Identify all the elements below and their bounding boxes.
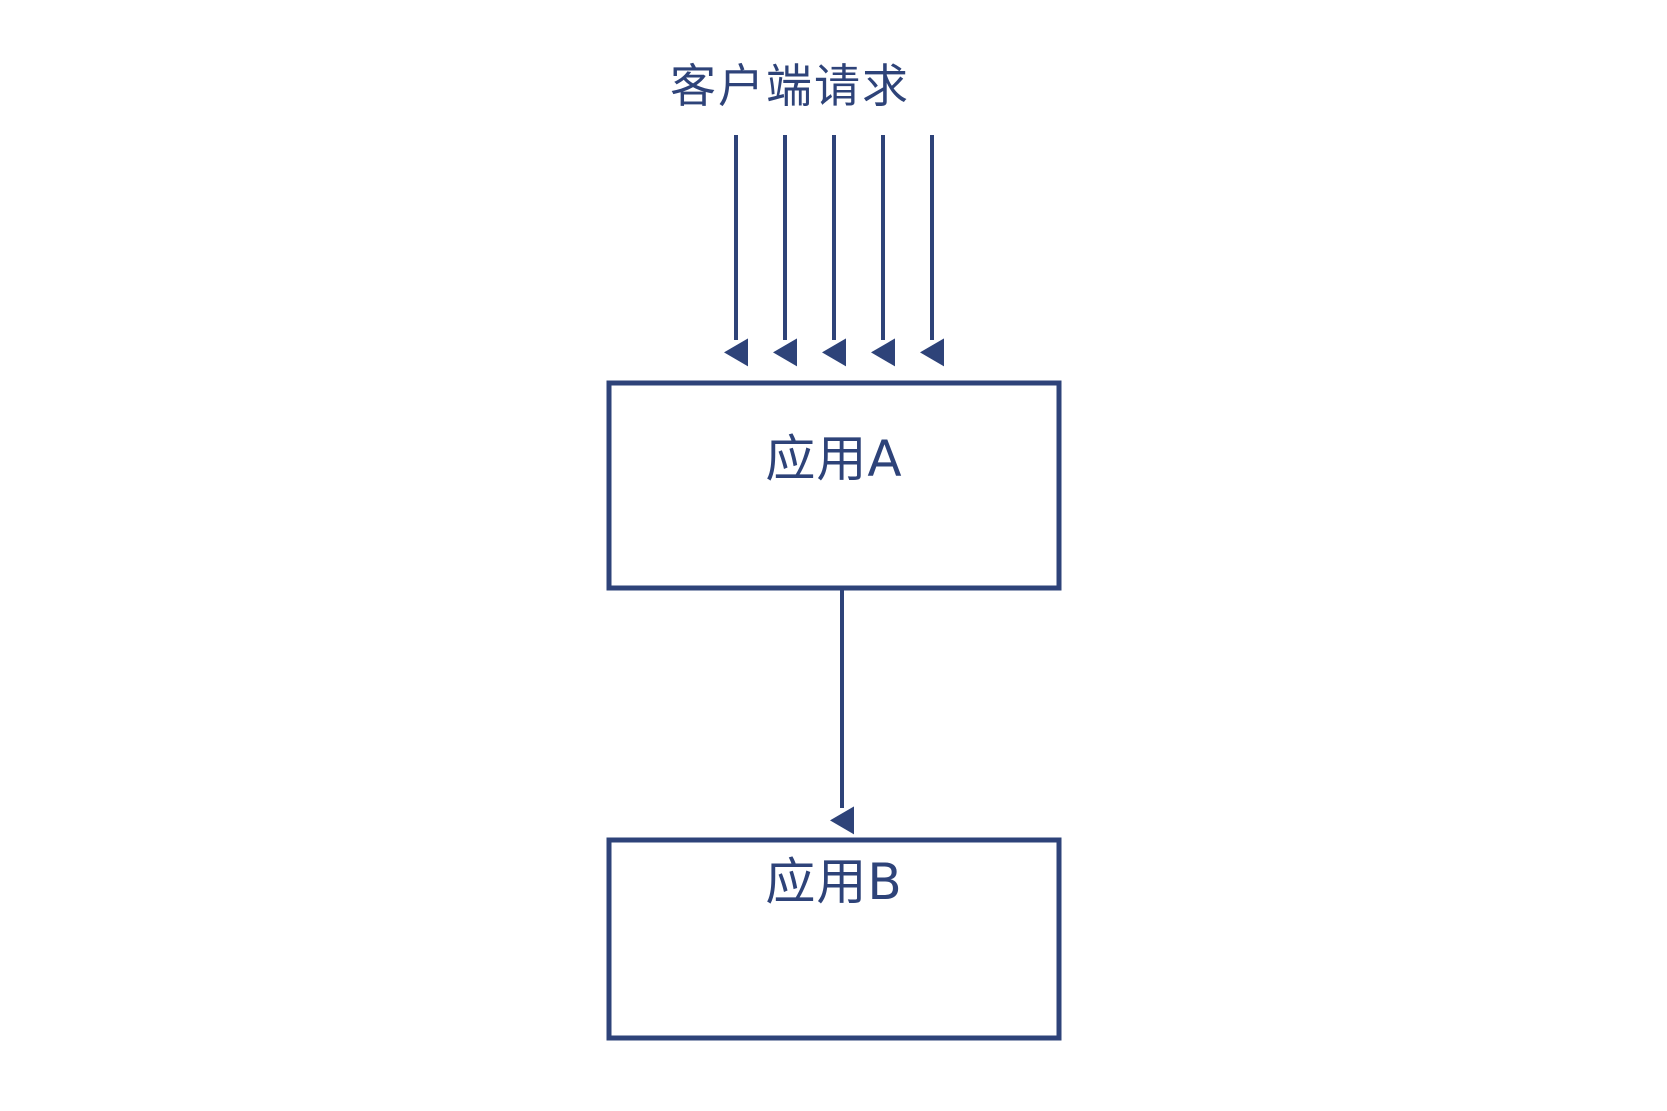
node-app-b[interactable] [606,837,1062,1041]
client-request-label: 客户端请求 [670,59,910,113]
node-app-b-label: 应用B [765,853,903,911]
node-app-a-label: 应用A [765,430,903,488]
node-app-a[interactable] [606,380,1062,591]
incoming-request-arrows [724,135,944,367]
